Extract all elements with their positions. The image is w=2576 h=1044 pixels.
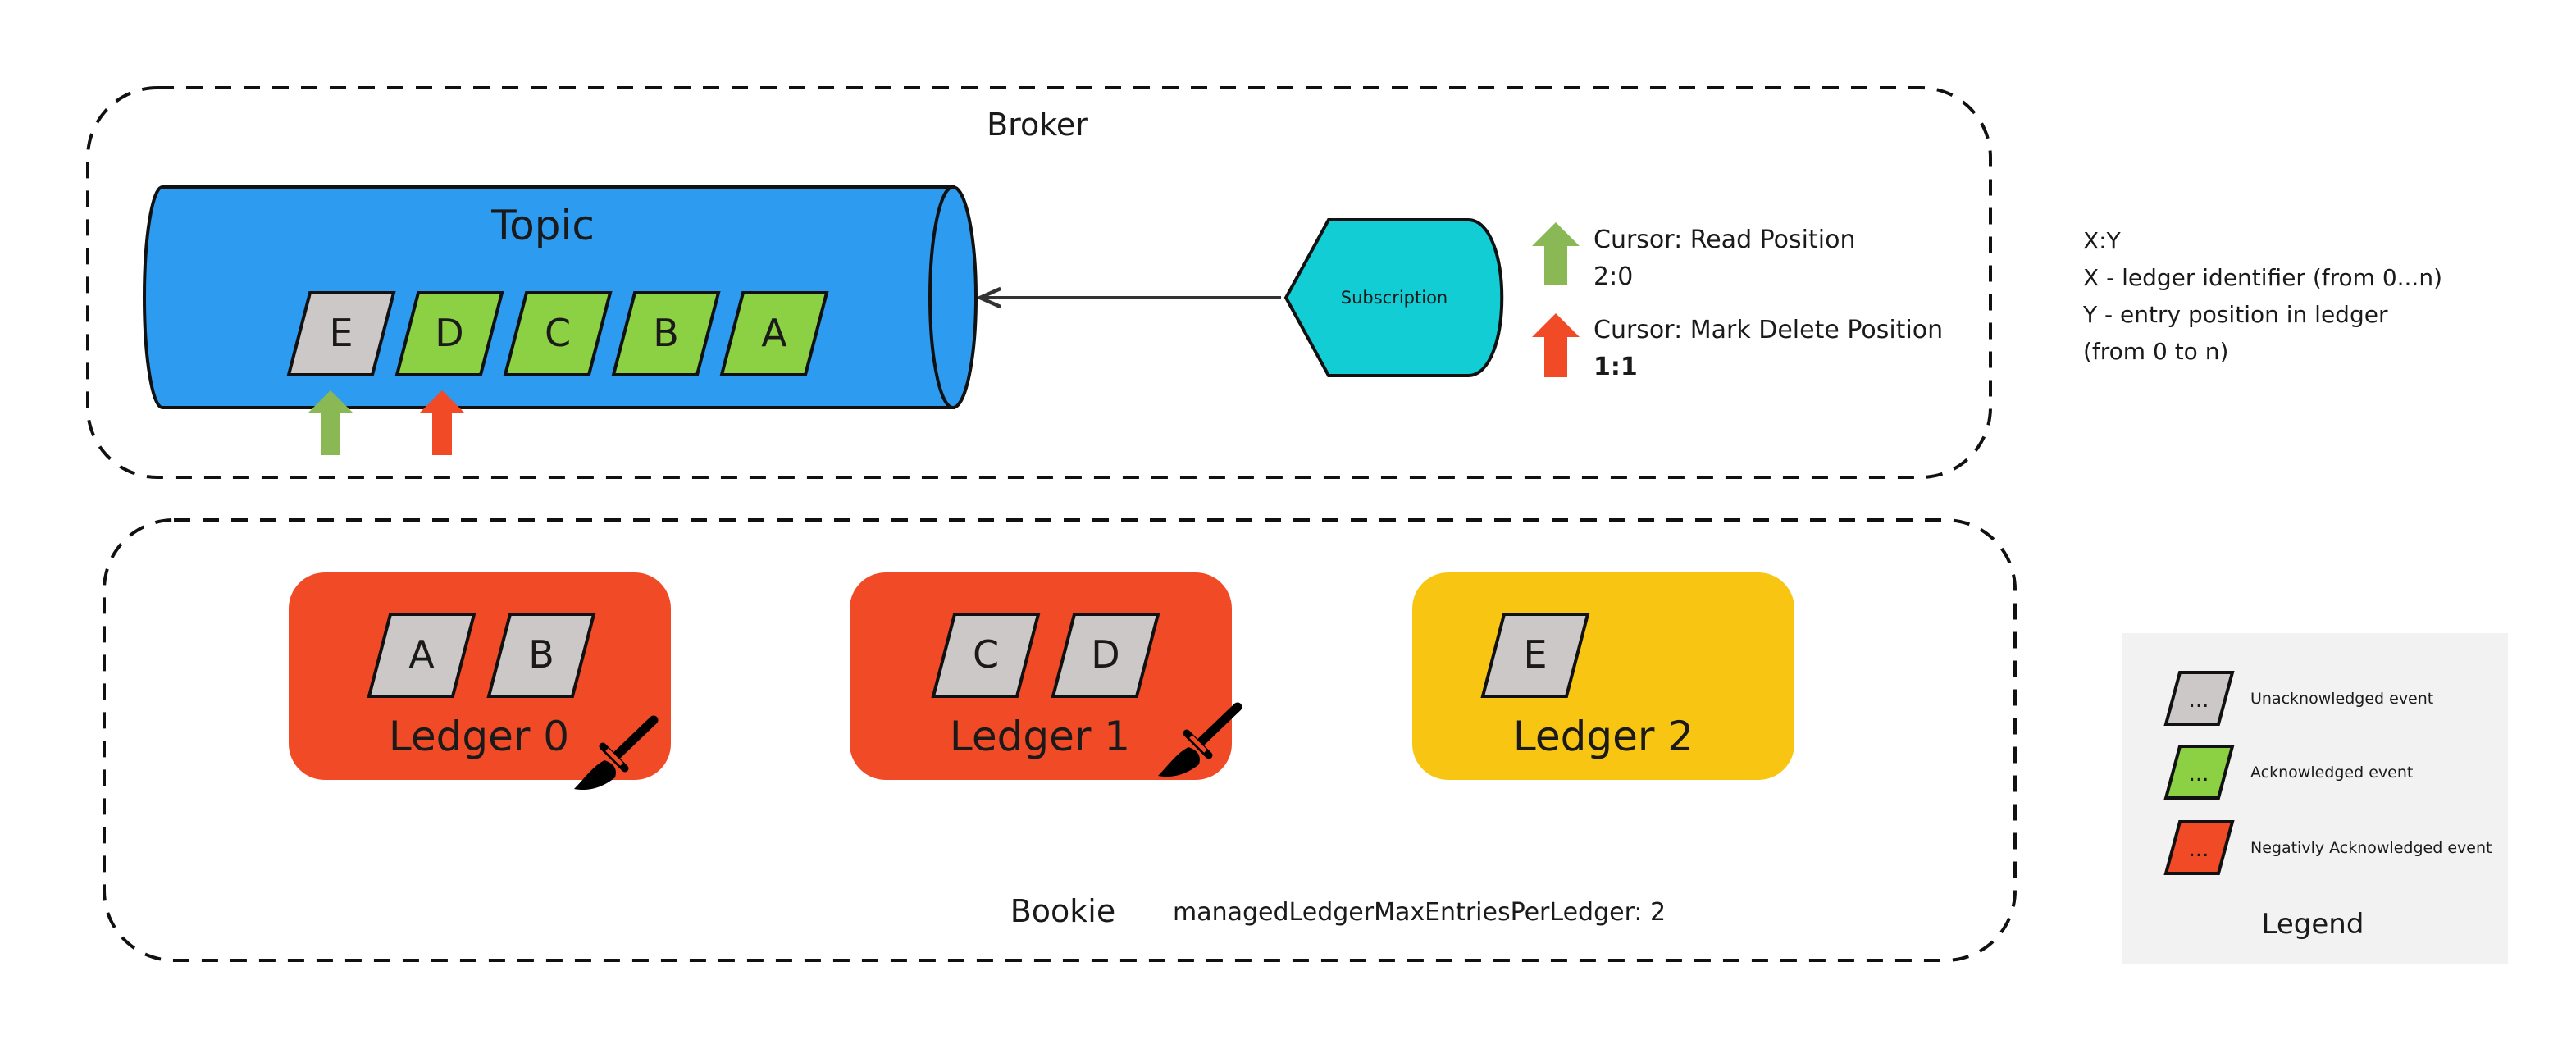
ledger-0-label: Ledger 0 [389, 713, 569, 760]
read-cursor-legend-arrow-icon [1532, 222, 1580, 285]
ledger-0-event-A: A [367, 613, 476, 698]
ledger-1-event-D: D [1051, 613, 1160, 698]
mark-delete-cursor-legend-arrow-icon [1532, 313, 1580, 377]
mark-delete-cursor-value: 1:1 [1593, 353, 1638, 381]
topic-event-C: C [503, 291, 613, 376]
negative-event-swatch [2163, 820, 2235, 875]
topic-event-E: E [286, 291, 396, 376]
ledger-event-letter: D [1091, 632, 1119, 677]
read-cursor-arrow-icon [308, 390, 353, 455]
notation-line: (from 0 to n) [2083, 338, 2228, 365]
ledger-2: E Ledger 2 [1412, 572, 1794, 780]
bookie-group: Bookie managedLedgerMaxEntriesPerLedger:… [103, 518, 2017, 962]
subscription-node: Subscription [1283, 218, 1504, 377]
topic-event-B: B [611, 291, 721, 376]
ledger-2-event-E: E [1480, 613, 1590, 698]
legend-item-label: Unacknowledged event [2250, 690, 2433, 708]
broker-group: Broker Topic E D C B A [86, 86, 1992, 479]
broker-label: Broker [987, 107, 1088, 143]
topic-event-A: A [719, 291, 829, 376]
ledger-0-event-B: B [486, 613, 596, 698]
bookie-config: managedLedgerMaxEntriesPerLedger: 2 [1173, 898, 1666, 927]
legend-panel: ... Unacknowledged event ... Acknowledge… [2122, 633, 2508, 964]
mark-delete-cursor-label: Cursor: Mark Delete Position [1593, 316, 1943, 344]
notation-line: Y - entry position in ledger [2082, 301, 2388, 328]
legend-title: Legend [2262, 908, 2364, 941]
broker-boundary [86, 86, 1992, 479]
topic-event-A-letter: A [761, 311, 787, 355]
legend-item-negative: ... Negativly Acknowledged event [2163, 820, 2492, 875]
ledger-event-letter: E [1523, 632, 1547, 677]
ledger-event-letter: C [973, 632, 999, 677]
mark-delete-cursor-arrow-icon [419, 390, 465, 455]
legend-item-label: Negativly Acknowledged event [2250, 839, 2492, 857]
topic-label: Topic [490, 202, 595, 249]
topic-event-E-letter: E [329, 311, 353, 355]
ledger-event-letter: B [528, 632, 554, 677]
ledger-1-label: Ledger 1 [950, 713, 1130, 760]
topic-event-B-letter: B [653, 311, 679, 355]
ledger-0: A B Ledger 0 [289, 572, 671, 790]
topic-event-D: D [394, 291, 504, 376]
legend-item-unacknowledged: ... Unacknowledged event [2163, 671, 2433, 726]
unacknowledged-event-swatch [2163, 671, 2235, 726]
topic-event-C-letter: C [545, 311, 571, 355]
subscription-label: Subscription [1341, 288, 1448, 308]
legend-swatch-symbol: ... [2189, 688, 2209, 713]
legend-swatch-symbol: ... [2189, 762, 2209, 786]
ledger-2-label: Ledger 2 [1513, 713, 1694, 760]
bookie-label: Bookie [1010, 893, 1116, 929]
ledger-1: C D Ledger 1 [850, 572, 1238, 780]
topic-event-D-letter: D [435, 311, 463, 355]
legend-swatch-symbol: ... [2189, 837, 2209, 862]
read-cursor-value: 2:0 [1593, 262, 1633, 291]
ledger-1-event-C: C [931, 613, 1041, 698]
notation-line: X - ledger identifier (from 0...n) [2083, 264, 2442, 291]
position-notation: X:Y X - ledger identifier (from 0...n) Y… [2082, 227, 2442, 365]
acknowledged-event-swatch [2163, 745, 2235, 800]
read-cursor-label: Cursor: Read Position [1593, 226, 1855, 254]
legend-item-acknowledged: ... Acknowledged event [2163, 745, 2413, 800]
notation-line: X:Y [2083, 227, 2122, 254]
legend-item-label: Acknowledged event [2250, 764, 2413, 782]
ledger-event-letter: A [408, 632, 435, 677]
